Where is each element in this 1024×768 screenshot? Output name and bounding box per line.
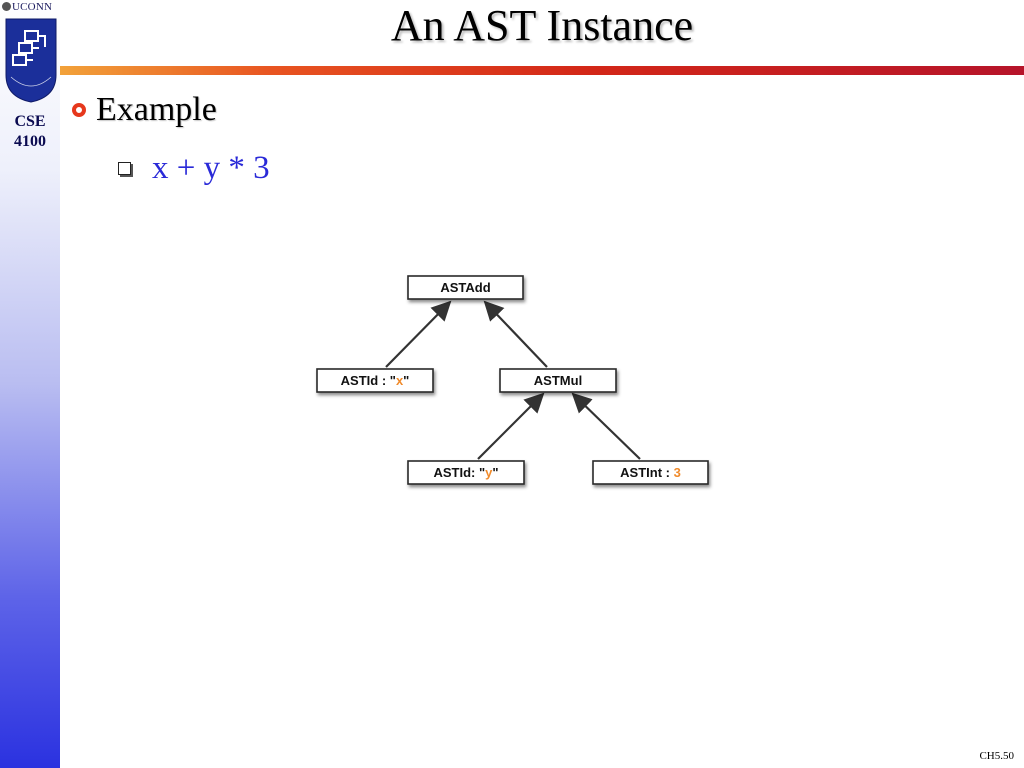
university-label: UCONN (2, 1, 52, 13)
node-astmul: ASTMul (499, 368, 617, 393)
node-astid-y: ASTId: "y" (407, 460, 525, 485)
node-astid-x: ASTId : "x" (316, 368, 434, 393)
svg-text:ASTId : "x": ASTId : "x" (341, 373, 410, 388)
course-code-label: CSE (14, 113, 46, 130)
bullet-expression-text: x + y * 3 (152, 150, 270, 186)
svg-text:ASTId: "y": ASTId: "y" (433, 465, 498, 480)
department-logo-icon (5, 18, 57, 103)
svg-text:ASTMul: ASTMul (534, 373, 582, 388)
circle-bullet-icon (72, 103, 86, 117)
edge-idy-to-mul (477, 392, 545, 460)
title-underline (60, 66, 1024, 75)
svg-text:ASTInt : 3: ASTInt : 3 (620, 465, 681, 480)
edge-int-to-mul (571, 392, 641, 460)
node-astid-y-prefix: ASTId: " (433, 465, 485, 480)
bullet-example-text: Example (96, 91, 217, 128)
bullet-example: Example (72, 91, 217, 129)
edge-mul-to-add (483, 300, 548, 368)
node-astid-x-value: x (396, 373, 404, 388)
node-astadd-label: ASTAdd (440, 280, 490, 295)
slide-number: CH5.50 (979, 750, 1014, 762)
node-astadd: ASTAdd (407, 275, 524, 300)
course-number-label: 4100 (14, 133, 46, 150)
bullet-expression: x + y * 3 (118, 150, 270, 187)
node-astid-y-value: y (485, 465, 493, 480)
node-astmul-label: ASTMul (534, 373, 582, 388)
edge-idx-to-add (385, 300, 452, 368)
node-astint-prefix: ASTInt : (620, 465, 673, 480)
university-seal-icon (2, 2, 11, 11)
node-astint: ASTInt : 3 (592, 460, 709, 485)
square-bullet-icon (118, 162, 131, 175)
node-astid-x-suffix: " (403, 373, 409, 388)
sidebar: UCONN CSE 4100 (0, 0, 60, 768)
svg-text:ASTAdd: ASTAdd (440, 280, 490, 295)
node-astid-x-prefix: ASTId : " (341, 373, 396, 388)
node-astint-value: 3 (674, 465, 681, 480)
slide-title: An AST Instance (390, 1, 694, 50)
node-astid-y-suffix: " (492, 465, 498, 480)
